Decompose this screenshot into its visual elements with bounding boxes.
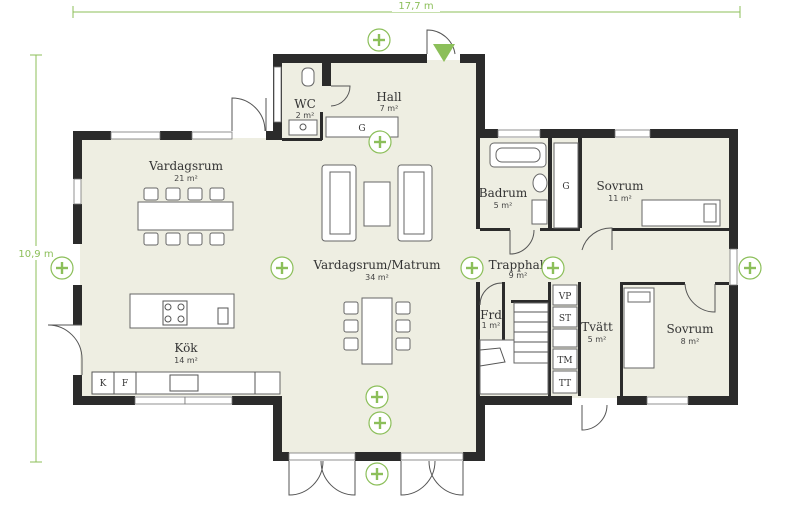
room-name-vardagsrum: Vardagsrum [148,159,224,173]
room-area-tvatt: 5 m² [588,335,607,344]
doors [47,29,716,496]
plus-marker-icon [460,256,484,280]
sofa-group [321,164,433,242]
bathroom-fixtures: G [489,142,579,229]
dining-table-matrum [343,297,411,365]
room-area-badrum: 5 m² [494,201,513,210]
tm-code: TM [557,356,572,366]
room-name-hall: Hall [376,90,401,104]
kitchen-counter: K F [91,371,281,395]
plus-marker-icon [367,28,391,52]
plus-markers [50,28,762,486]
vp-code: VP [558,292,572,302]
room-name-frd: Frd [480,308,502,322]
room-name-wc: WC [294,97,316,111]
room-area-hall: 7 m² [380,104,399,113]
plus-marker-icon [365,462,389,486]
room-area-sovrum-2: 8 m² [681,337,700,346]
width-dimension: 17,7 m [72,0,741,18]
room-name-sovrum-2: Sovrum [666,322,714,336]
room-name-sovrum-1: Sovrum [596,179,644,193]
plus-marker-icon [541,256,565,280]
plus-marker-icon [368,411,392,435]
width-label: 17,7 m [398,1,433,12]
bed-sovrum-1 [641,199,721,227]
windows [73,66,738,461]
plus-marker-icon [270,256,294,280]
plus-marker-icon [738,256,762,280]
freezer-code: F [122,379,128,389]
plus-marker-icon [368,130,392,154]
staircase [479,302,549,395]
room-area-trapphall: 9 m² [509,271,528,280]
room-name-tvatt: Tvätt [581,320,613,334]
room-name-trapphall: Trapphall [489,258,548,272]
room-area-vardagsrum: 21 m² [174,174,198,183]
fridge-code: K [100,379,107,389]
room-name-badrum: Badrum [479,186,528,200]
st-code: ST [559,314,571,324]
kitchen-island [129,293,235,329]
tt-code: TT [559,379,571,389]
room-area-kok: 14 m² [174,356,198,365]
dining-table-living [137,187,234,246]
hall-closet-code: G [358,124,365,134]
room-name-matrum: Vardagsrum/Matrum [312,258,441,272]
entrance-arrow-icon [433,44,455,62]
laundry-units: VP ST TM TT [552,284,578,394]
height-label: 10,9 m [18,249,53,260]
room-area-sovrum-1: 11 m² [608,194,632,203]
wc-fixtures [288,67,318,136]
height-dimension: 10,9 m [14,54,58,463]
room-area-wc: 2 m² [296,111,315,120]
room-area-frd: 1 m² [482,321,501,330]
bed-sovrum-2 [623,287,655,369]
plus-marker-icon [50,256,74,280]
badrum-closet-code: G [562,182,569,192]
plus-marker-icon [365,385,389,409]
room-name-kok: Kök [174,341,198,355]
room-labels: Vardagsrum 21 m² Kök 14 m² Vardagsrum/Ma… [148,90,714,365]
room-area-matrum: 34 m² [365,273,389,282]
